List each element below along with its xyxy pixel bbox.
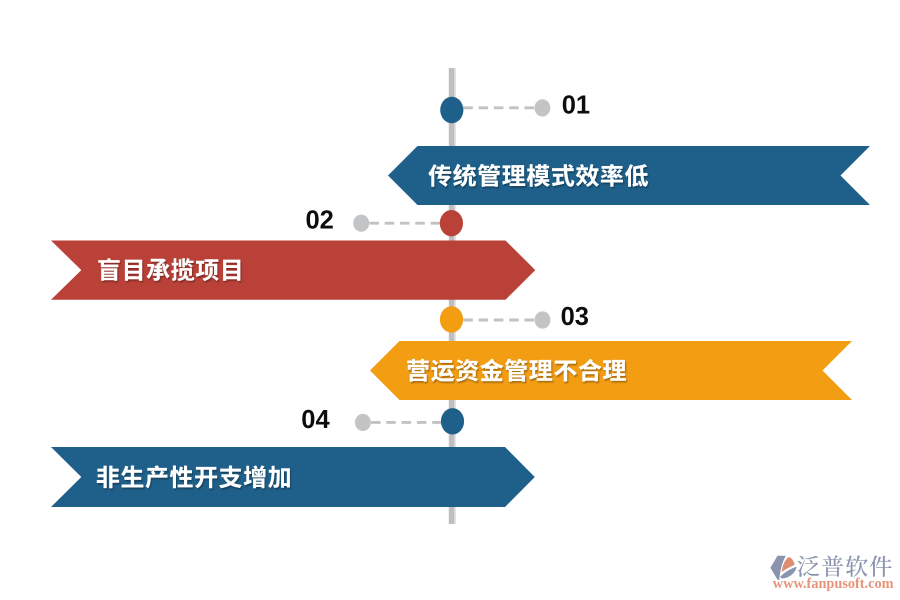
svg-text:03: 03 [561, 303, 589, 331]
svg-text:01: 01 [562, 91, 590, 119]
svg-text:02: 02 [306, 206, 334, 234]
svg-text:www.fanpusoft.com: www.fanpusoft.com [773, 576, 894, 592]
svg-text:04: 04 [301, 406, 330, 434]
